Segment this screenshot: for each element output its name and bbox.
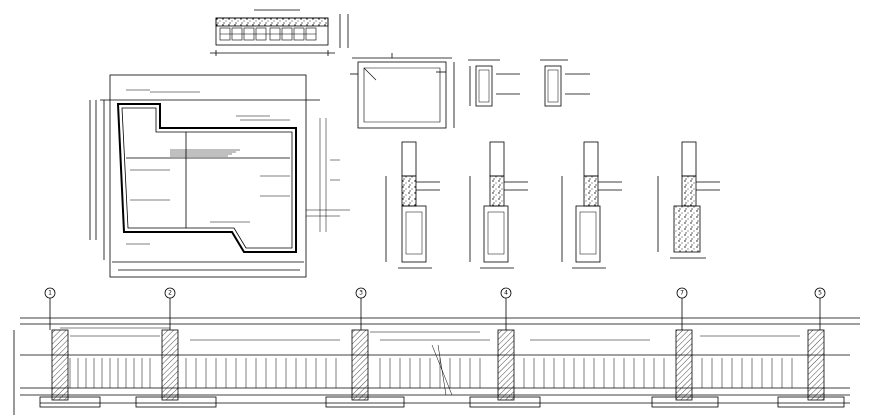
grid-axis-1: 1 [44,287,56,330]
floor-plan [89,74,350,278]
footing-section-1 [385,141,440,269]
footing-section-2 [469,141,528,269]
grid-axis-5: 5 [814,287,826,330]
box-section-detail [350,53,455,129]
grid-axes: 1 2 3 4 7 5 [44,287,826,330]
grid-axis-3: 3 [355,287,367,330]
svg-text:2: 2 [168,290,172,297]
grid-axis-2: 2 [164,287,176,330]
footing-section-3 [561,141,622,269]
svg-text:5: 5 [818,290,822,297]
beam-section-detail [468,59,590,107]
svg-text:1: 1 [48,290,52,297]
svg-text:3: 3 [359,290,363,297]
long-section [13,317,860,415]
svg-text:7: 7 [680,290,684,297]
grid-axis-4: 4 [500,287,512,330]
footings [39,396,845,408]
footing-section-4 [657,141,720,259]
grid-axis-7: 7 [676,287,688,330]
footing-sections [385,141,720,269]
columns [51,329,825,401]
svg-text:4: 4 [504,290,508,297]
top-elevation-detail [210,9,349,56]
